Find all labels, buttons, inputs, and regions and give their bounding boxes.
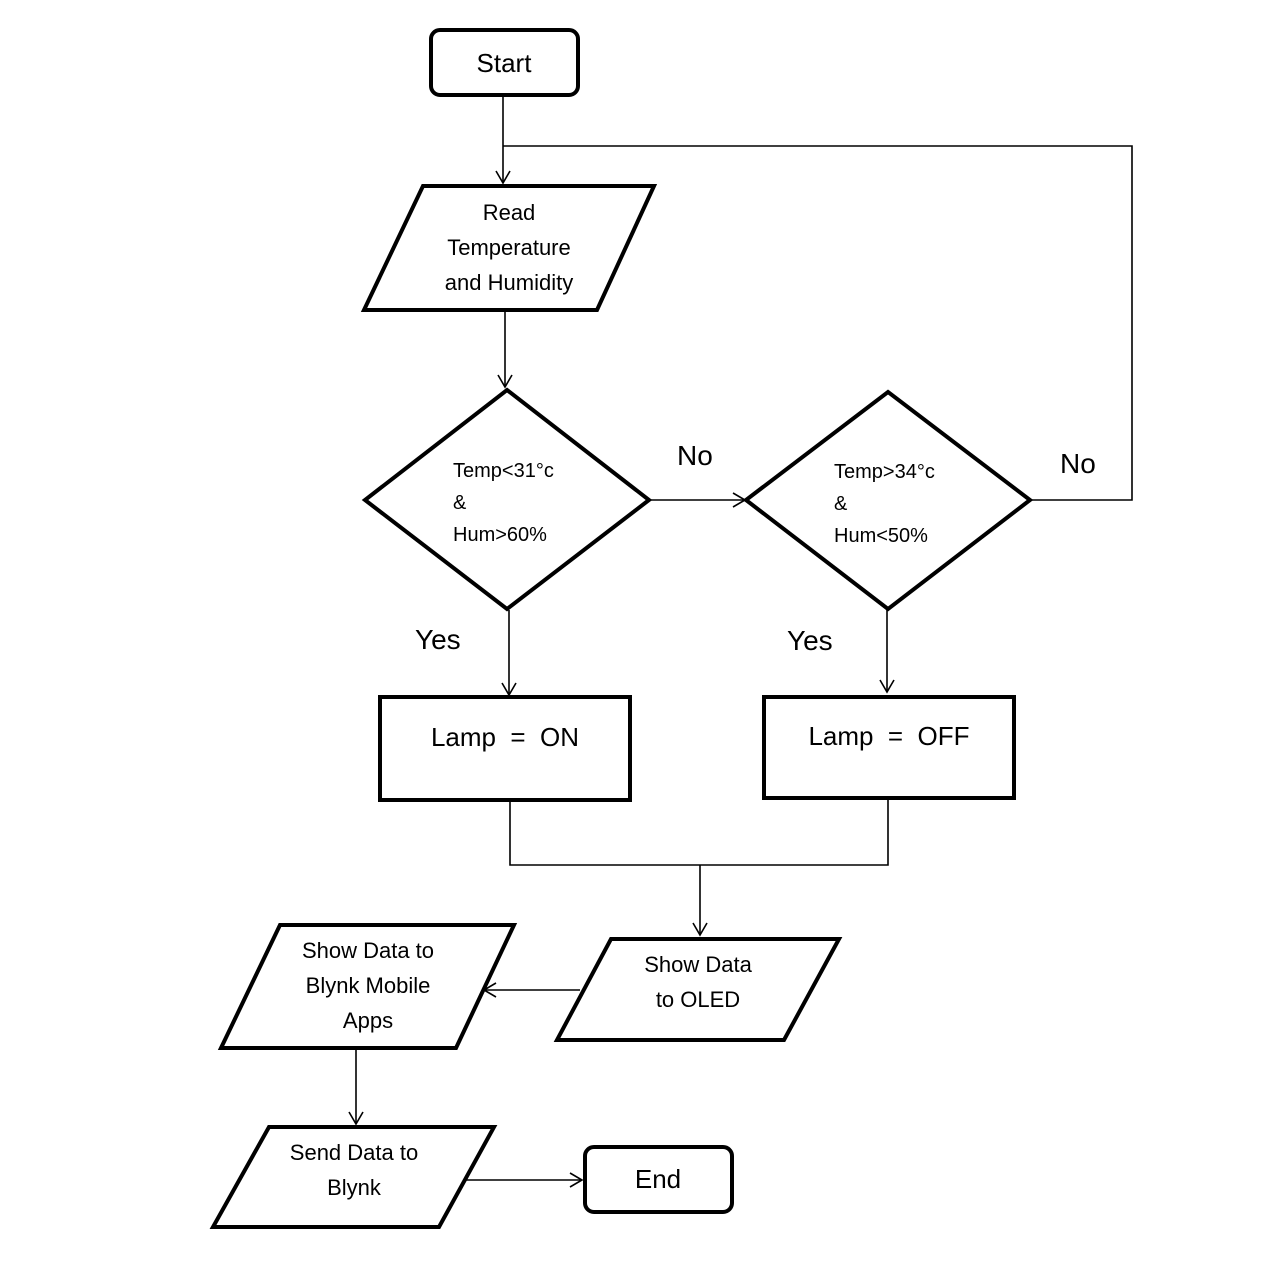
arrowhead-read: [495, 170, 511, 185]
decision2-line-3: Hum<50%: [834, 525, 928, 547]
lamp-on-shape: [378, 695, 632, 802]
read-label-line-3: and Humidity: [445, 270, 573, 295]
show-oled-node: Show Data to OLED: [553, 937, 843, 1042]
arrowhead-lamp-off: [879, 679, 895, 694]
arrowhead-decision1: [497, 374, 513, 389]
arrowhead-end: [569, 1172, 584, 1188]
decision1-no-label: No: [677, 440, 713, 471]
arrowhead-send-blynk: [348, 1111, 364, 1126]
lamp-on-node: Lamp = ON: [378, 695, 632, 802]
decision1-line-3: Hum>60%: [453, 524, 547, 546]
decision1-yes-label: Yes: [415, 624, 461, 655]
decision1-line-1: Temp<31°c: [453, 460, 554, 482]
connectors: [348, 96, 1133, 1188]
show-oled-line-1: Show Data: [644, 952, 752, 977]
lamp-off-shape: [762, 695, 1016, 800]
end-shape: [583, 1145, 734, 1214]
read-node: Read Temperature and Humidity: [360, 184, 658, 312]
lamp-off-label: Lamp = OFF: [808, 721, 969, 751]
show-blynk-line-1: Show Data to: [302, 938, 434, 963]
start-label: Start: [477, 48, 533, 78]
lamp-off-node: Lamp = OFF: [762, 695, 1016, 800]
send-blynk-node: Send Data to Blynk: [209, 1125, 498, 1229]
show-oled-line-2: to OLED: [656, 987, 740, 1012]
decision2-node: Temp>34°c & Hum<50%: [742, 389, 1034, 612]
send-blynk-line-1: Send Data to: [290, 1140, 418, 1165]
read-shape: [360, 184, 658, 312]
read-label-line-2: Temperature: [447, 235, 571, 260]
arrowhead-show-oled: [692, 922, 708, 937]
connector-loop-back: [503, 145, 1133, 501]
decision1-line-2: &: [453, 492, 467, 514]
show-blynk-node: Show Data to Blynk Mobile Apps: [217, 923, 518, 1050]
send-blynk-line-2: Blynk: [327, 1175, 382, 1200]
end-label: End: [635, 1164, 681, 1194]
lamp-on-label: Lamp = ON: [431, 722, 579, 752]
decision1-shape: [361, 387, 653, 612]
end-node: End: [583, 1145, 734, 1214]
show-blynk-shape: [217, 923, 518, 1050]
show-blynk-line-2: Blynk Mobile: [306, 973, 431, 998]
start-node: Start: [429, 28, 580, 97]
connector-merge: [509, 799, 889, 866]
read-label-line-1: Read: [483, 200, 536, 225]
decision1-node: Temp<31°c & Hum>60%: [361, 387, 653, 612]
show-blynk-line-3: Apps: [343, 1008, 393, 1033]
start-shape: [429, 28, 580, 97]
send-blynk-shape: [209, 1125, 498, 1229]
show-oled-shape: [553, 937, 843, 1042]
decision2-yes-label: Yes: [787, 625, 833, 656]
decision2-shape: [742, 389, 1034, 612]
decision2-no-label: No: [1060, 448, 1096, 479]
decision2-line-2: &: [834, 493, 848, 515]
decision2-line-1: Temp>34°c: [834, 461, 935, 483]
